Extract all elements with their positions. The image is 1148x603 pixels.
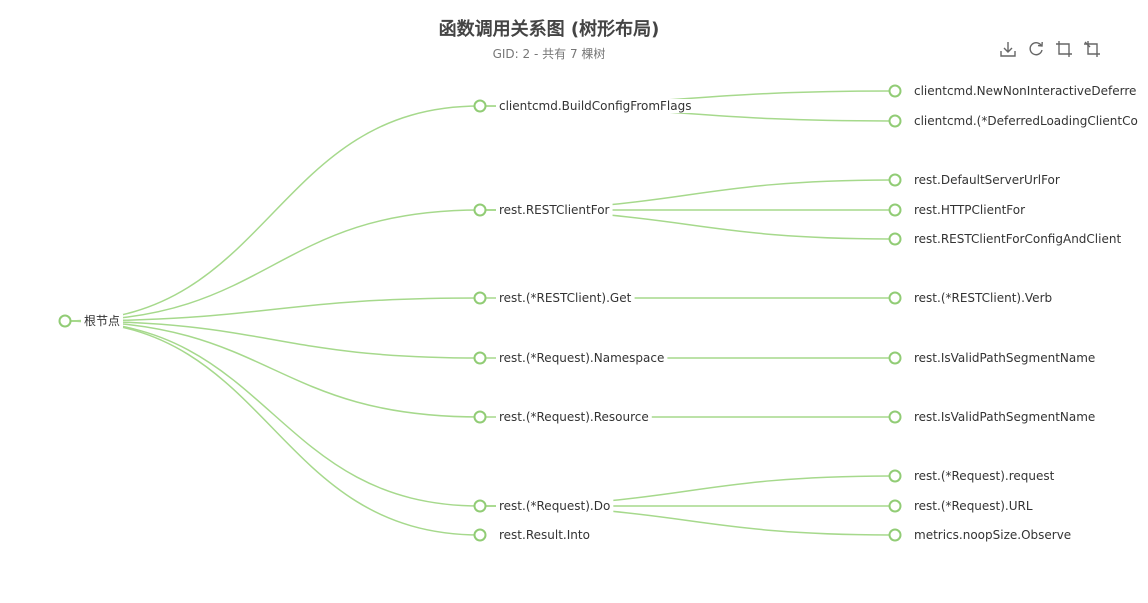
node-label-background [911,410,1099,424]
callee-node[interactable]: clientcmd.(*DeferredLoadingClientCo [888,114,1141,128]
node-label: clientcmd.BuildConfigFromFlags [499,99,692,113]
node-label-background [496,351,668,365]
callee-node[interactable]: rest.DefaultServerUrlFor [888,173,1063,187]
function-node[interactable]: clientcmd.BuildConfigFromFlags [473,99,695,113]
node-label-background [911,499,1036,513]
node-label: rest.(*Request).Namespace [499,351,664,365]
node-label: rest.Result.Into [499,528,590,542]
node-circle[interactable] [888,351,902,365]
node-label-background [911,351,1099,365]
node-label-background [496,499,614,513]
refresh-icon[interactable] [1027,40,1045,58]
node-label: clientcmd.(*DeferredLoadingClientCo [914,114,1138,128]
tree-link [64,297,481,322]
node-label: metrics.noopSize.Observe [914,528,1071,542]
node-circle[interactable] [888,499,902,513]
node-label-background [911,173,1063,187]
node-label-background [496,203,613,217]
node-label: rest.DefaultServerUrlFor [914,173,1060,187]
node-label: rest.(*Request).request [914,469,1055,483]
callee-node[interactable]: rest.(*Request).request [888,469,1058,483]
node-label-background [911,469,1058,483]
node-circle[interactable] [473,351,487,365]
node-label: rest.(*RESTClient).Verb [914,291,1052,305]
node-label-background [496,528,593,542]
node-label-background [496,99,695,113]
function-node[interactable]: rest.(*RESTClient).Get [473,291,635,305]
node-circle[interactable] [888,232,902,246]
node-label: rest.(*Request).Do [499,499,610,513]
node-circle[interactable] [888,84,902,98]
node-label-background [911,114,1141,128]
root-node[interactable]: 根节点 [58,314,124,328]
node-circle[interactable] [888,114,902,128]
callee-node[interactable]: rest.(*Request).URL [888,499,1036,513]
node-circle[interactable] [473,291,487,305]
callee-node[interactable]: rest.HTTPClientFor [888,203,1029,217]
node-circle[interactable] [888,469,902,483]
node-label-background [911,528,1075,542]
node-label: clientcmd.NewNonInteractiveDeferre [914,84,1136,98]
tree-link [64,320,481,507]
function-node[interactable]: rest.RESTClientFor [473,203,613,217]
function-node[interactable]: rest.(*Request).Do [473,499,614,513]
node-label-background [496,291,635,305]
node-label: rest.RESTClientFor [499,203,610,217]
tree-link [64,105,481,322]
toolbox [999,40,1101,58]
node-label-background [496,410,652,424]
tree-link [64,320,481,536]
callee-node[interactable]: rest.RESTClientForConfigAndClient [888,232,1125,246]
node-circle[interactable] [888,410,902,424]
node-label-background [911,291,1056,305]
node-label-background [911,232,1125,246]
function-node[interactable]: rest.Result.Into [473,528,593,542]
node-circle[interactable] [888,203,902,217]
tree-link [64,320,481,359]
node-label-background [81,314,124,328]
node-circle[interactable] [888,291,902,305]
tree-link [64,320,481,418]
node-circle[interactable] [888,173,902,187]
tree-link [64,209,481,322]
zoom-reset-icon[interactable] [1083,40,1101,58]
node-circle[interactable] [473,528,487,542]
chart-subtitle: GID: 2 - 共有 7 棵树 [492,47,606,61]
callee-node[interactable]: metrics.noopSize.Observe [888,528,1075,542]
function-node[interactable]: rest.(*Request).Namespace [473,351,668,365]
download-icon[interactable] [999,40,1017,58]
node-circle[interactable] [473,410,487,424]
node-label-background [911,203,1029,217]
node-circle[interactable] [473,99,487,113]
node-label: 根节点 [84,314,120,328]
node-label: rest.(*Request).Resource [499,410,649,424]
node-label-background [911,84,1140,98]
callee-node[interactable]: rest.(*RESTClient).Verb [888,291,1056,305]
node-label: rest.(*RESTClient).Get [499,291,632,305]
node-label: rest.RESTClientForConfigAndClient [914,232,1121,246]
node-label: rest.IsValidPathSegmentName [914,410,1095,424]
node-circle[interactable] [58,314,72,328]
node-label: rest.IsValidPathSegmentName [914,351,1095,365]
callee-node[interactable]: clientcmd.NewNonInteractiveDeferre [888,84,1140,98]
callee-node[interactable]: rest.IsValidPathSegmentName [888,410,1099,424]
function-node[interactable]: rest.(*Request).Resource [473,410,652,424]
node-label: rest.(*Request).URL [914,499,1033,513]
callee-node[interactable]: rest.IsValidPathSegmentName [888,351,1099,365]
zoom-select-icon[interactable] [1055,40,1073,58]
node-circle[interactable] [473,203,487,217]
node-circle[interactable] [888,528,902,542]
chart-title: 函数调用关系图 (树形布局) [438,19,660,40]
node-label: rest.HTTPClientFor [914,203,1025,217]
node-circle[interactable] [473,499,487,513]
